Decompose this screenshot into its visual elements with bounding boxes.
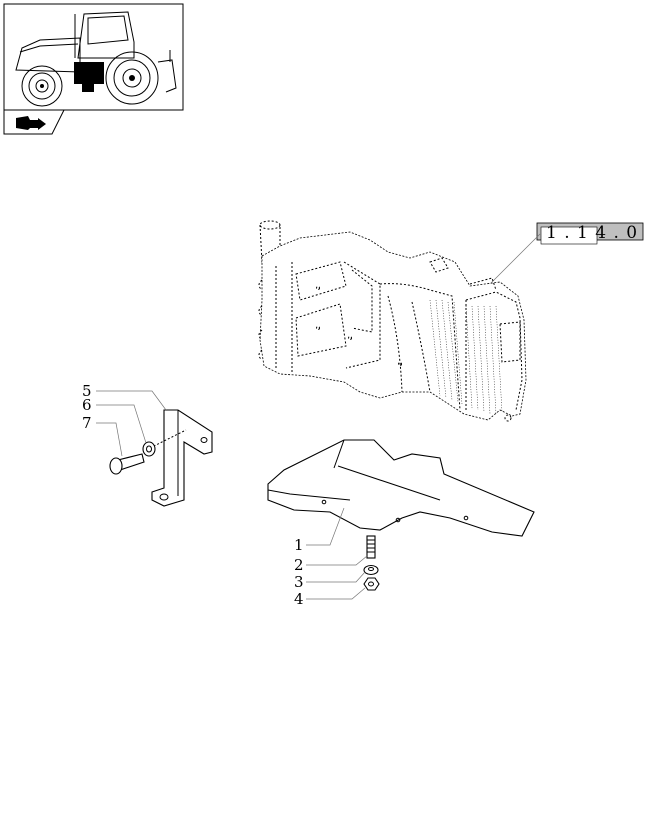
nut[interactable] [363, 577, 380, 591]
callout-5[interactable]: 5 [82, 382, 92, 400]
guard-plate[interactable] [267, 439, 535, 537]
leader-lines [96, 390, 368, 600]
callout-3[interactable]: 3 [294, 573, 304, 591]
radiator-assembly [258, 220, 527, 422]
tractor-thumbnail-icon[interactable] [3, 3, 184, 111]
reference-label: 1 . 1 4 . 0 [546, 223, 638, 243]
stud-washer[interactable] [363, 564, 379, 576]
callout-4[interactable]: 4 [294, 590, 304, 608]
bracket[interactable] [149, 409, 213, 507]
callout-1[interactable]: 1 [294, 536, 304, 554]
bolt[interactable] [109, 453, 145, 475]
reference-box[interactable]: 1 . 1 4 . 0 [487, 222, 644, 287]
stud[interactable] [366, 535, 376, 559]
callout-2[interactable]: 2 [294, 556, 304, 574]
callout-7[interactable]: 7 [82, 414, 92, 432]
callout-6[interactable]: 6 [82, 396, 92, 414]
washer[interactable] [142, 441, 156, 457]
book-arrow-icon[interactable] [3, 109, 65, 135]
